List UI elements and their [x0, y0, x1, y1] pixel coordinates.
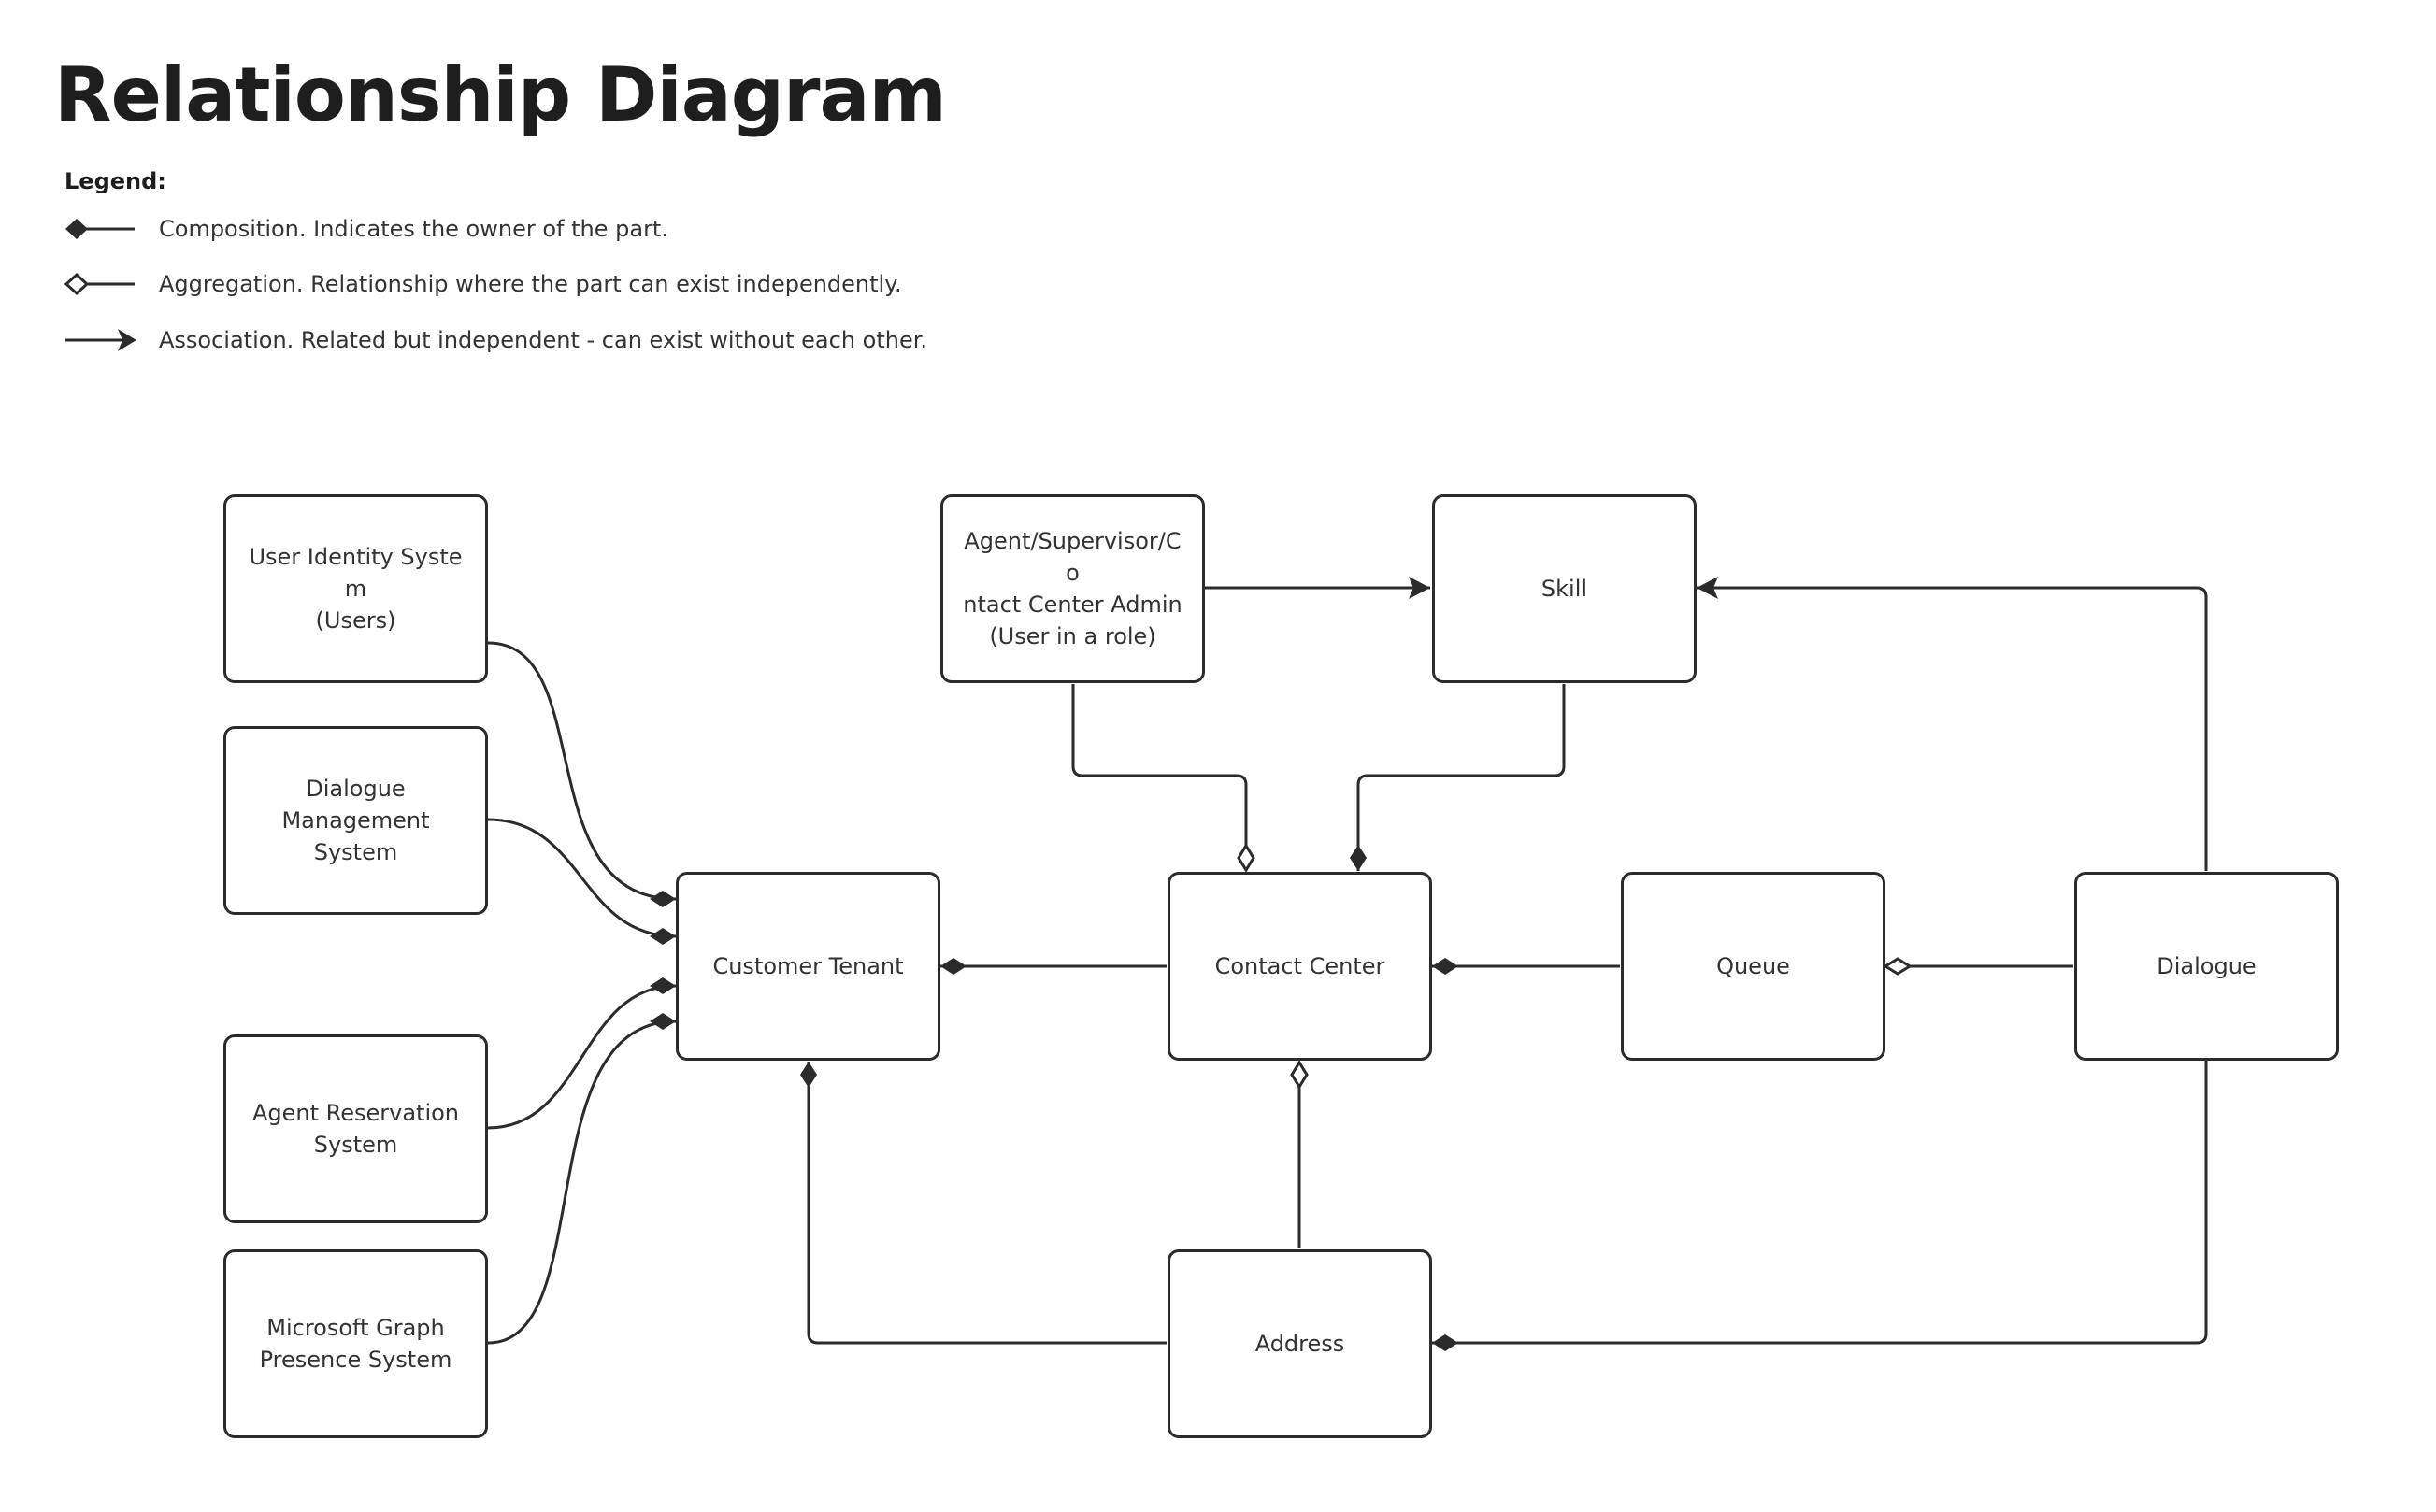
node-customer-tenant[interactable]: Customer Tenant	[676, 872, 940, 1061]
node-queue[interactable]: Queue	[1621, 872, 1885, 1061]
edge-address-to-customer-tenant	[800, 1062, 1167, 1345]
node-agent-reservation-system[interactable]: Agent Reservation System	[223, 1034, 488, 1223]
legend-heading: Legend:	[64, 168, 166, 194]
node-address[interactable]: Address	[1168, 1249, 1432, 1438]
node-agent-supervisor-admin[interactable]: Agent/Supervisor/Co ntact Center Admin (…	[940, 494, 1205, 683]
node-label: Dialogue Management System	[281, 776, 430, 865]
node-user-identity-system[interactable]: User Identity System (Users)	[223, 494, 488, 683]
page-title: Relationship Diagram	[54, 51, 947, 138]
edge-user-identity-to-customer-tenant	[487, 641, 677, 907]
legend-association-text: Association. Related but independent - c…	[159, 327, 928, 353]
edge-dialogue-to-skill	[1697, 577, 2208, 871]
node-label: Agent Reservation System	[251, 1100, 460, 1158]
node-contact-center[interactable]: Contact Center	[1168, 872, 1432, 1061]
node-label: Agent/Supervisor/Co ntact Center Admin (…	[963, 528, 1182, 649]
node-label: Microsoft Graph Presence System	[259, 1315, 452, 1373]
node-label: Skill	[1540, 576, 1588, 602]
legend-composition-text: Composition. Indicates the owner of the …	[159, 216, 668, 242]
node-label: User Identity System (Users)	[249, 544, 463, 634]
node-dialogue-management-system[interactable]: Dialogue Management System	[223, 726, 488, 915]
legend-item-aggregation: Aggregation. Relationship where the part…	[64, 265, 902, 303]
edge-agent-admin-to-contact-center	[1071, 684, 1246, 871]
edge-dialogue-to-address	[1432, 1061, 2208, 1351]
node-label: Contact Center	[1214, 953, 1385, 979]
node-label: Customer Tenant	[712, 953, 904, 979]
association-arrow-icon	[65, 329, 136, 351]
legend-item-association: Association. Related but independent - c…	[64, 321, 927, 359]
edge-agent-reservation-to-customer-tenant	[487, 977, 677, 1130]
aggregation-symbol-icon	[64, 272, 135, 296]
legend-aggregation-text: Aggregation. Relationship where the part…	[159, 271, 902, 297]
edge-dialogue-management-to-customer-tenant	[487, 818, 677, 945]
legend-item-composition: Composition. Indicates the owner of the …	[64, 210, 668, 248]
node-label: Dialogue	[2157, 953, 2257, 979]
node-skill[interactable]: Skill	[1432, 494, 1697, 683]
edge-graph-presence-to-customer-tenant	[487, 1013, 677, 1345]
node-graph-presence-system[interactable]: Microsoft Graph Presence System	[223, 1249, 488, 1438]
edge-skill-to-contact-center	[1350, 684, 1566, 871]
composition-symbol-icon	[65, 219, 135, 239]
node-label: Address	[1254, 1331, 1345, 1357]
node-label: Queue	[1716, 953, 1790, 979]
node-dialogue[interactable]: Dialogue	[2074, 872, 2339, 1061]
